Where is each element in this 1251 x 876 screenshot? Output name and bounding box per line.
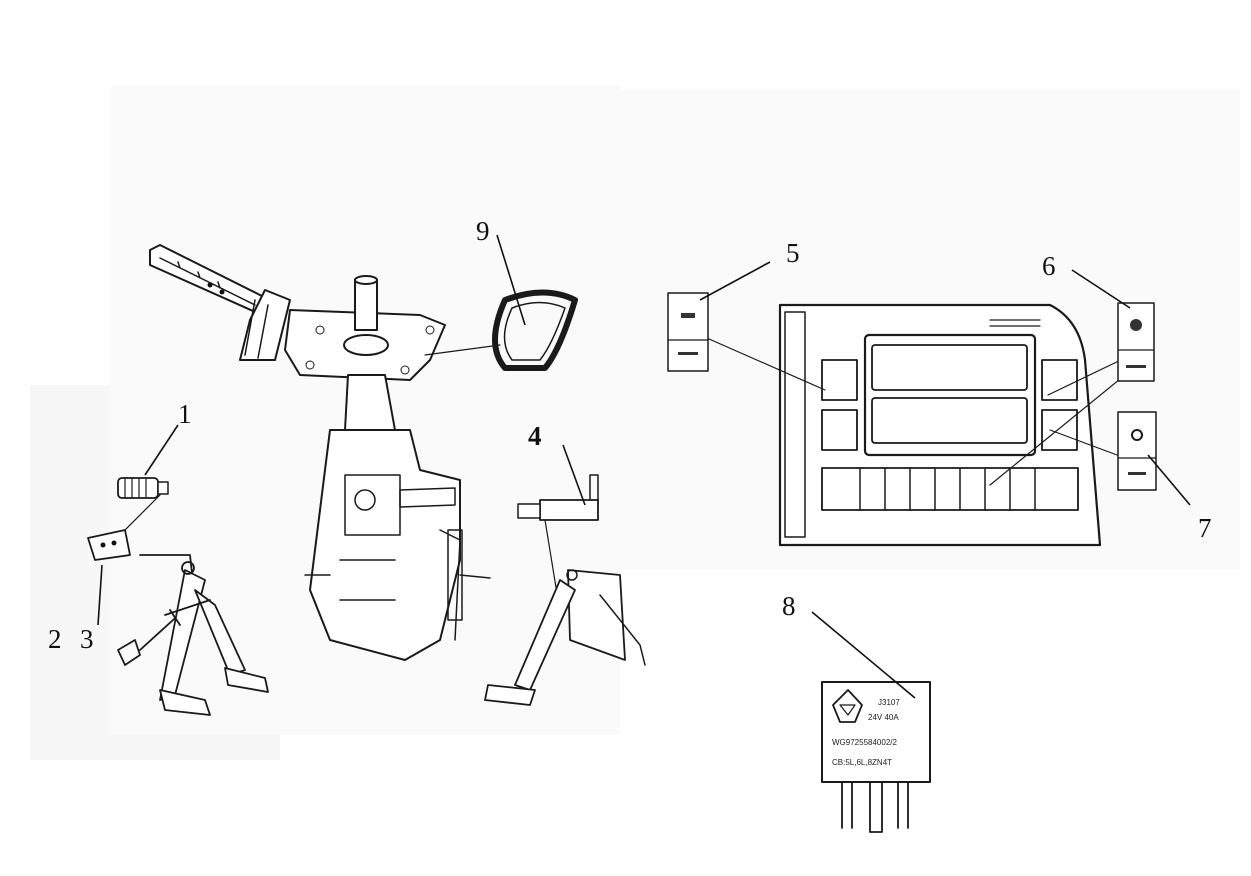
callout-4: 4 bbox=[528, 421, 542, 451]
part-6-switch-cap bbox=[1117, 302, 1155, 382]
relay-label-line3: WG9725584002/2 bbox=[832, 738, 897, 747]
right-pedal-assembly bbox=[484, 569, 646, 706]
steering-column bbox=[149, 244, 491, 661]
part-1-pedal-switch bbox=[117, 477, 169, 499]
relay-label-line2: 24V 40A bbox=[868, 713, 899, 722]
callout-1: 1 bbox=[178, 399, 192, 429]
switch-panel bbox=[699, 303, 1126, 547]
relay-label-line4: CB:5L,6L,8ZN4T bbox=[832, 758, 892, 767]
part-4-switch bbox=[517, 474, 599, 613]
relay-label-line1: J3107 bbox=[878, 698, 900, 707]
part-8-relay: J3107 24V 40A WG9725584002/2 CB:5L,6L,8Z… bbox=[821, 681, 931, 833]
part-7-switch-cap bbox=[1117, 411, 1157, 491]
callout-7: 7 bbox=[1198, 513, 1212, 543]
callout-labels: 1 2 3 4 5 6 7 8 9 bbox=[48, 216, 1212, 654]
callout-3: 3 bbox=[80, 624, 94, 654]
part-2-3-bracket bbox=[87, 494, 161, 561]
callout-6: 6 bbox=[1042, 251, 1056, 281]
callout-2: 2 bbox=[48, 624, 62, 654]
callout-8: 8 bbox=[782, 591, 796, 621]
callout-5: 5 bbox=[786, 238, 800, 268]
part-9-trim-ring bbox=[424, 289, 578, 371]
callout-9: 9 bbox=[476, 216, 490, 246]
left-pedal-assembly bbox=[117, 554, 269, 716]
part-5-switch-cap bbox=[667, 292, 709, 372]
leader-lines bbox=[97, 234, 1191, 699]
